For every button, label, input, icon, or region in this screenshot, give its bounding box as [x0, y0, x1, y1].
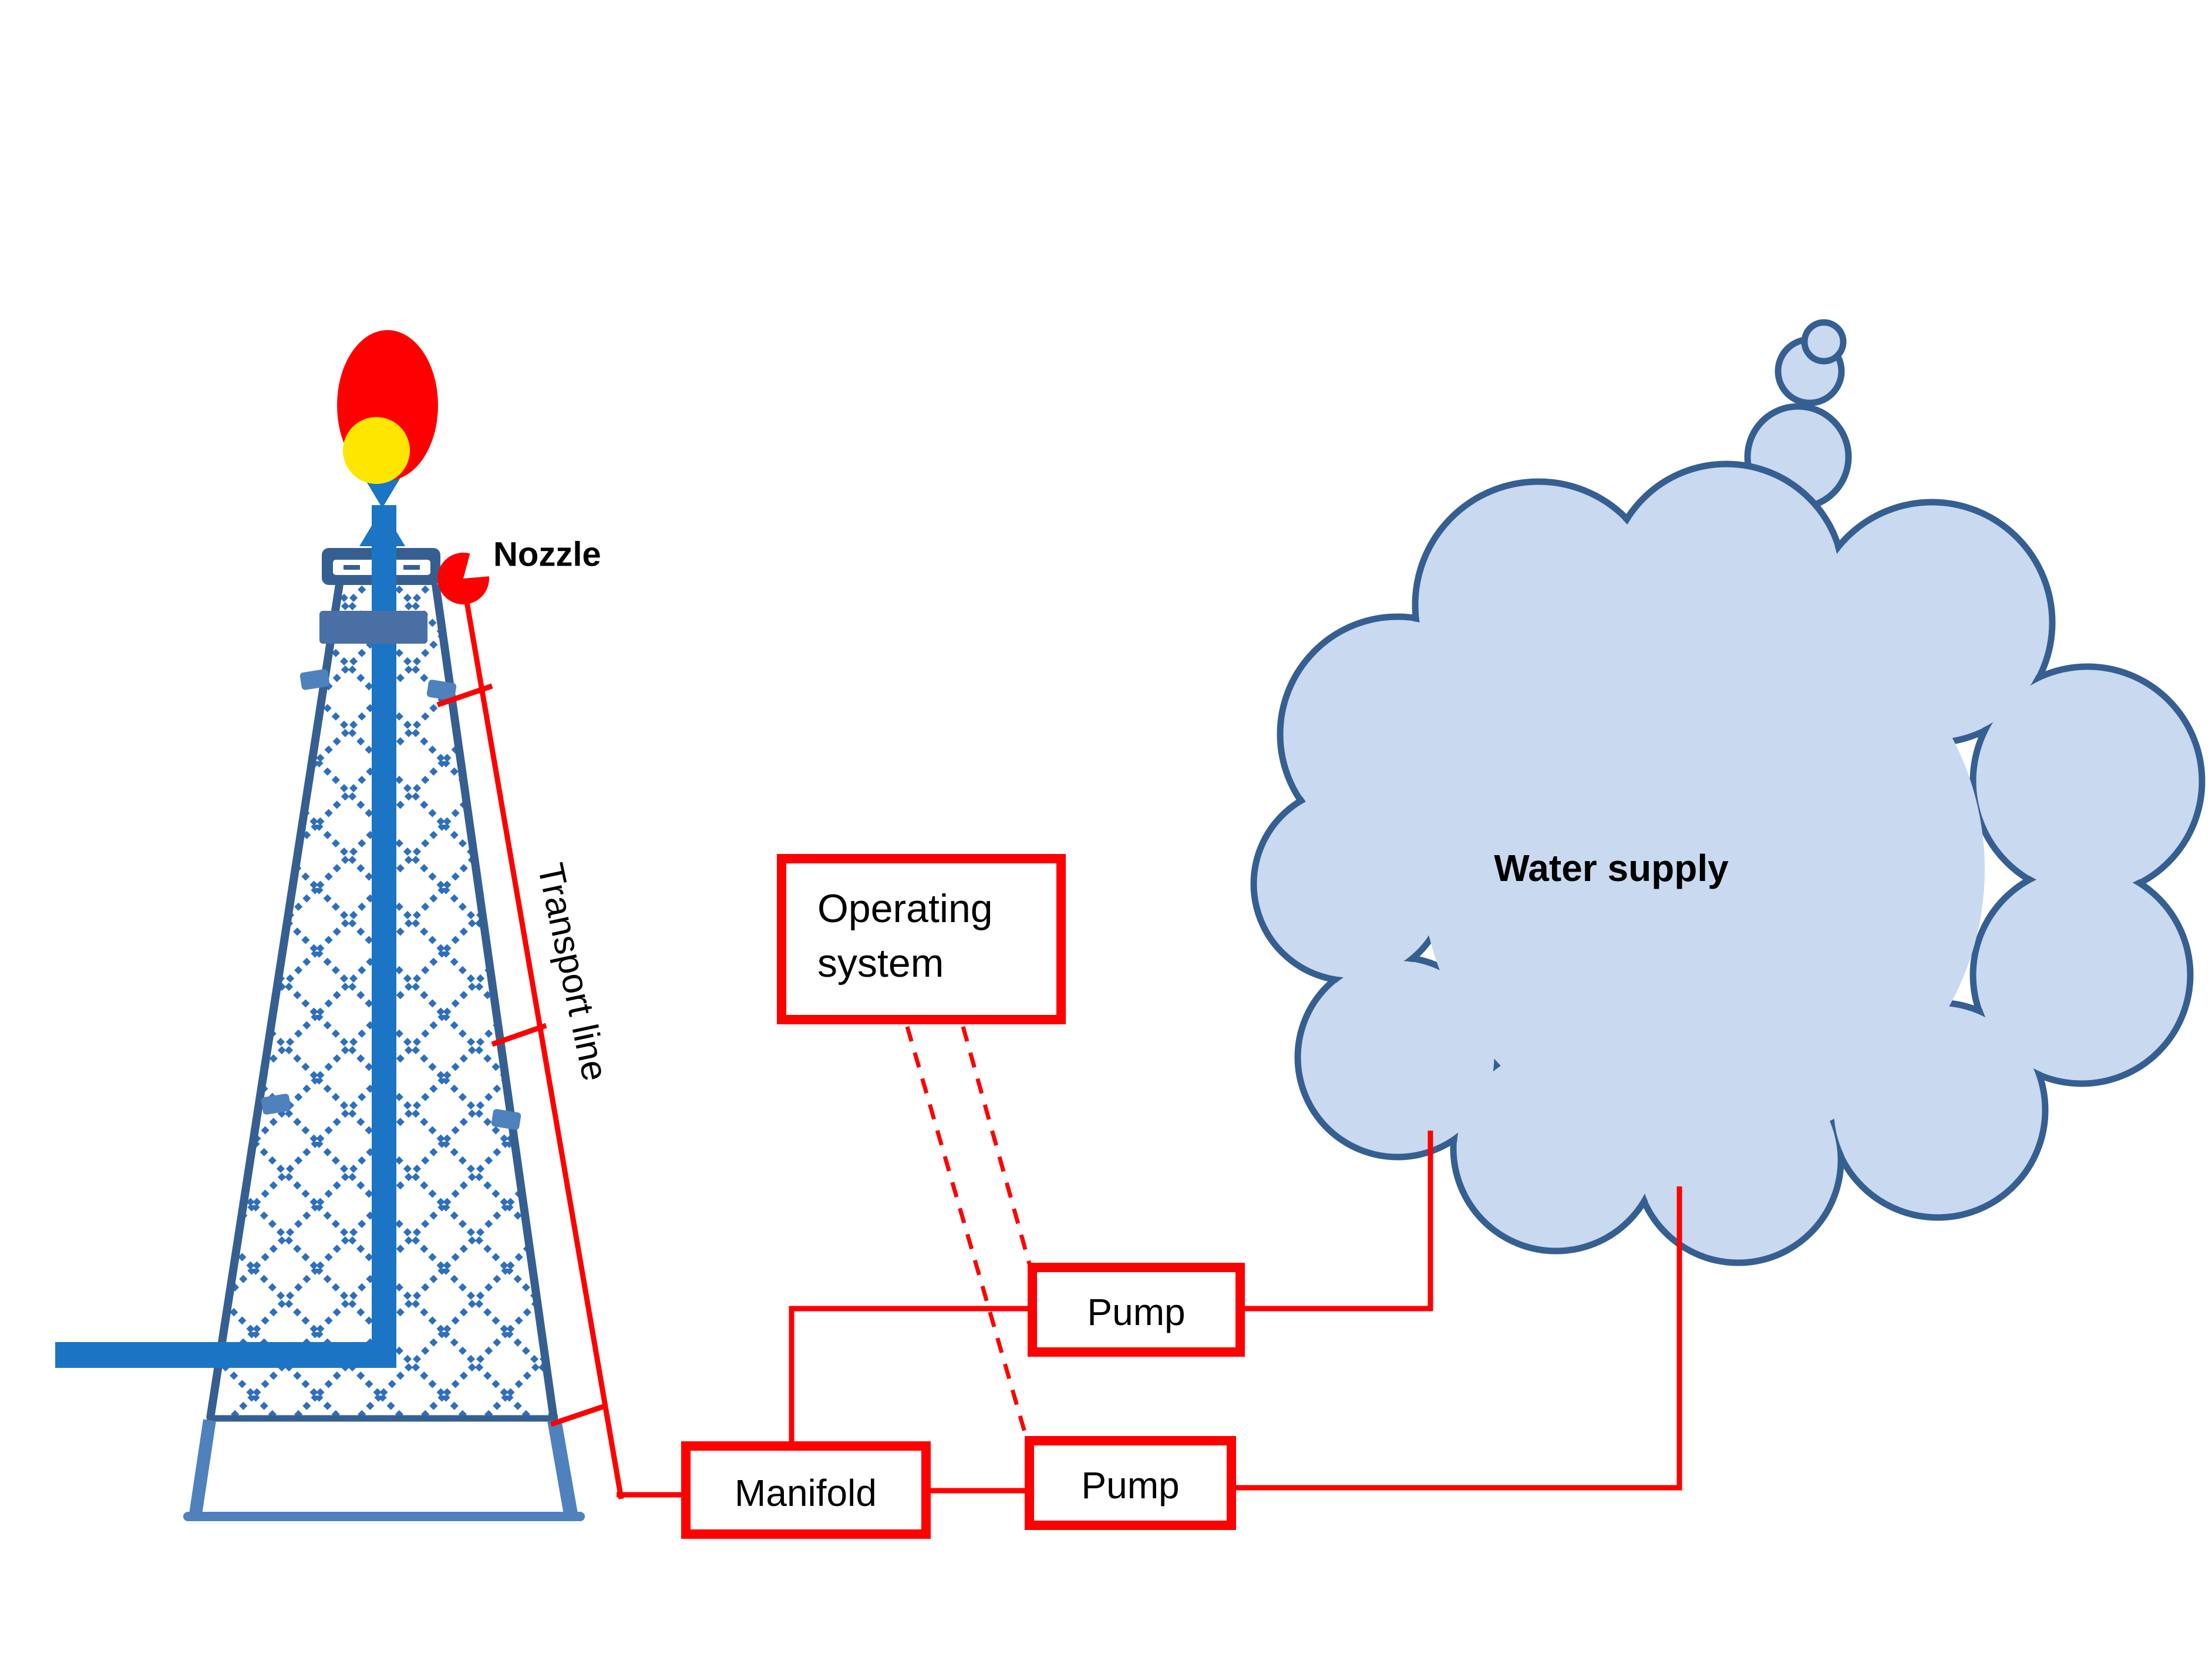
- feed-pipe-horizontal: [55, 1342, 396, 1368]
- tower-leg-right: [432, 584, 558, 1419]
- pump-lower-box: [1025, 1436, 1236, 1530]
- tower-lower-leg-right: [547, 1418, 578, 1516]
- nozzle-label: Nozzle: [493, 536, 601, 574]
- control-dashed-line-to-pump-lower: [905, 1026, 1028, 1437]
- transport-line: [464, 601, 624, 1499]
- water-supply-label: Water supply: [1494, 847, 1729, 889]
- flame-icon: [337, 330, 438, 484]
- leg-clamp: [299, 669, 330, 690]
- tower-leg-clamps: [261, 669, 521, 1130]
- tower-band: [319, 611, 427, 644]
- operating-system-box: [777, 854, 1066, 1024]
- water-supply-cloud: [1250, 460, 2206, 1266]
- riser-pipe-top: [372, 505, 396, 611]
- leg-clamp: [261, 1094, 291, 1115]
- manifold-label: Manifold: [735, 1472, 877, 1514]
- tower-lower-leg-left: [189, 1419, 216, 1515]
- connector-pump-upper-to-manifold: [789, 1306, 1028, 1444]
- flame-core: [343, 417, 410, 484]
- transport-line-tick: [550, 1403, 606, 1427]
- tower-base-frame: [183, 1418, 585, 1521]
- control-dashed-line-to-pump-upper: [961, 1026, 1032, 1265]
- thought-bubble-tiny: [1801, 319, 1847, 365]
- red-network: [436, 601, 1682, 1539]
- leg-clamp: [491, 1109, 521, 1130]
- nozzle-marker-icon: [437, 552, 489, 604]
- connector-pump-lower-to-cloud: [1236, 1186, 1682, 1491]
- tower-leg-left: [206, 583, 344, 1420]
- cloud-fill-cover: [1257, 468, 2198, 1259]
- pump-lower-label: Pump: [1081, 1464, 1179, 1506]
- operating-system-label-line1: Operating: [817, 886, 993, 931]
- transport-line-tick: [491, 1023, 547, 1047]
- operating-system-label-line2: system: [817, 941, 944, 986]
- pump-upper-box: [1028, 1263, 1245, 1357]
- pipes: [55, 470, 412, 1368]
- tower-lattice-frame: [206, 583, 558, 1422]
- riser-pipe-vertical: [372, 564, 396, 1367]
- connector-pump-upper-to-cloud: [1245, 1131, 1433, 1312]
- transport-line-tick: [436, 683, 493, 708]
- pump-upper-label: Pump: [1087, 1291, 1185, 1333]
- manifold-box: [681, 1441, 931, 1539]
- leg-clamp: [426, 680, 457, 701]
